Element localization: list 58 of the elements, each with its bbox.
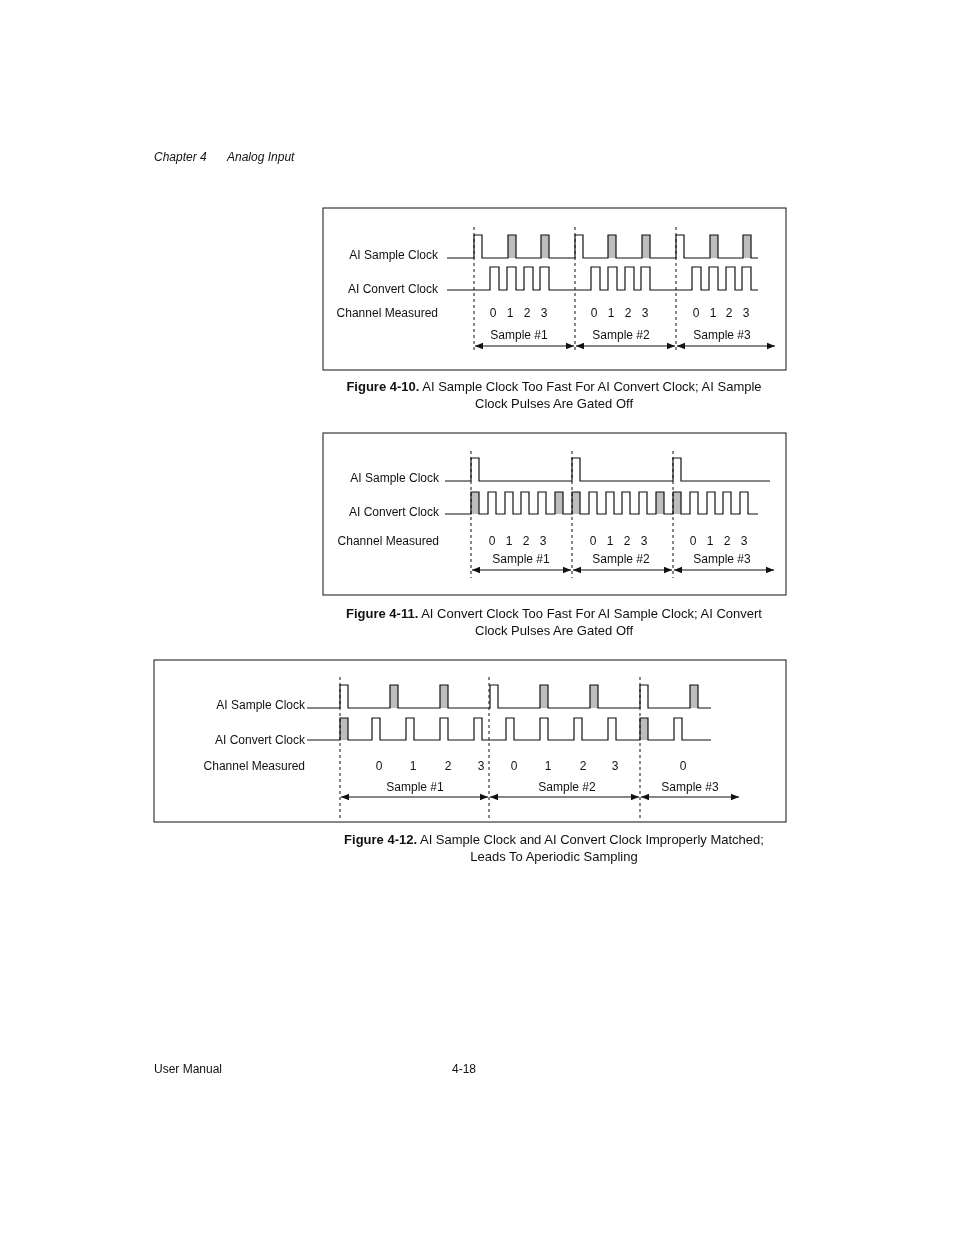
sample-label: Sample #1	[490, 327, 548, 343]
sample-label: Sample #3	[693, 327, 751, 343]
sample-label: Sample #2	[592, 327, 650, 343]
channel-number: 2	[444, 758, 452, 774]
channel-number: 2	[623, 533, 631, 549]
channel-number: 2	[624, 305, 632, 321]
channel-number: 1	[544, 758, 552, 774]
channel-number: 0	[510, 758, 518, 774]
channel-number: 3	[477, 758, 485, 774]
channel-number: 2	[723, 533, 731, 549]
channel-number: 3	[641, 305, 649, 321]
channel-number: 3	[742, 305, 750, 321]
signal-label: AI Sample Clock	[350, 470, 439, 486]
channel-number: 1	[606, 533, 614, 549]
channel-number: 0	[590, 305, 598, 321]
channel-number: 1	[607, 305, 615, 321]
channel-number: 0	[689, 533, 697, 549]
sample-label: Sample #3	[661, 779, 719, 795]
figure-caption: Figure 4-12. AI Sample Clock and AI Convert Clock Improperly Matched; Leads To Aperiodic Sampling	[344, 831, 764, 865]
signal-label: AI Sample Clock	[216, 697, 305, 713]
channel-number: 0	[589, 533, 597, 549]
channel-number: 1	[506, 305, 514, 321]
channel-number: 1	[706, 533, 714, 549]
sample-label: Sample #2	[538, 779, 596, 795]
sample-label: Sample #1	[492, 551, 550, 567]
signal-label: Channel Measured	[203, 758, 305, 774]
channel-number: 2	[523, 305, 531, 321]
signal-label: Channel Measured	[337, 533, 439, 549]
channel-number: 2	[725, 305, 733, 321]
signal-label: AI Convert Clock	[348, 504, 439, 520]
signal-label: Channel Measured	[336, 305, 438, 321]
signal-label: AI Convert Clock	[214, 732, 305, 748]
channel-number: 1	[409, 758, 417, 774]
signal-label: AI Sample Clock	[349, 247, 438, 263]
sample-label: Sample #1	[386, 779, 444, 795]
running-header: Analog Input	[227, 149, 295, 165]
page-footer: User Manual	[154, 1061, 223, 1077]
channel-number: 0	[489, 305, 497, 321]
figure-caption: Figure 4-11. AI Convert Clock Too Fast For AI Sample Clock; AI Convert Clock Pulses Are Gated Off	[345, 605, 763, 639]
channel-number: 3	[539, 533, 547, 549]
channel-number: 2	[522, 533, 530, 549]
channel-number: 1	[709, 305, 717, 321]
page-number: 4-18	[452, 1061, 476, 1077]
sample-label: Sample #2	[592, 551, 650, 567]
running-header: Chapter 4	[154, 149, 207, 165]
channel-number: 3	[611, 758, 619, 774]
figure-caption: Figure 4-10. AI Sample Clock Too Fast For AI Convert Clock; AI Sample Clock Pulses Are Gated Off	[345, 378, 763, 412]
channel-number: 0	[679, 758, 687, 774]
channel-number: 0	[375, 758, 383, 774]
channel-number: 2	[579, 758, 587, 774]
channel-number: 3	[640, 533, 648, 549]
channel-number: 1	[505, 533, 513, 549]
signal-label: AI Convert Clock	[347, 281, 438, 297]
channel-number: 0	[488, 533, 496, 549]
channel-number: 3	[740, 533, 748, 549]
channel-number: 0	[692, 305, 700, 321]
sample-label: Sample #3	[693, 551, 751, 567]
channel-number: 3	[540, 305, 548, 321]
